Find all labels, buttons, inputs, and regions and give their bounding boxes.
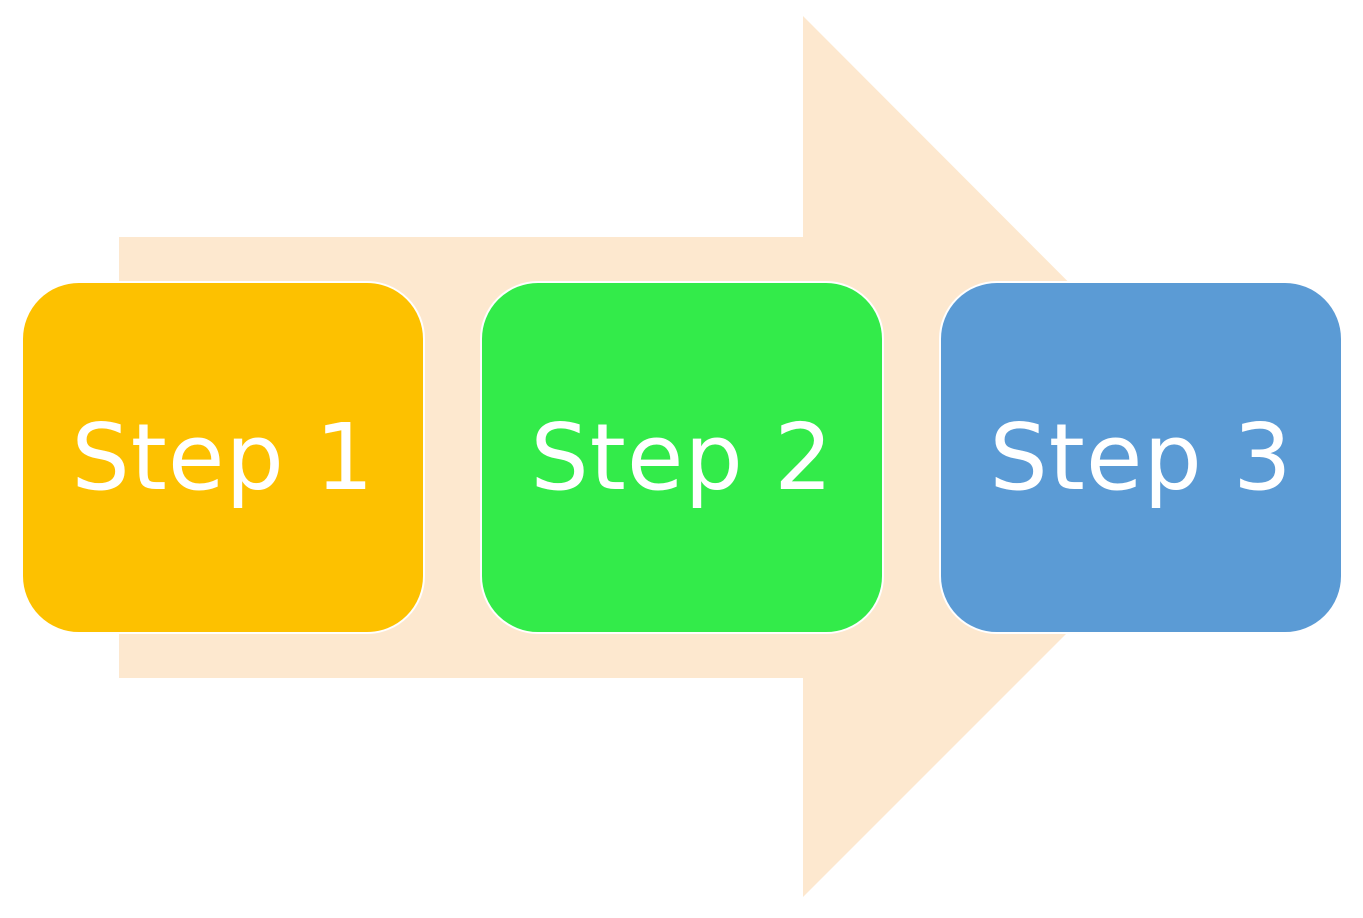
step-1-box: Step 1 (21, 281, 425, 634)
step-1-label: Step 1 (71, 403, 375, 511)
step-2-label: Step 2 (530, 403, 834, 511)
step-3-label: Step 3 (989, 403, 1293, 511)
step-3-box: Step 3 (939, 281, 1343, 634)
step-2-box: Step 2 (480, 281, 884, 634)
